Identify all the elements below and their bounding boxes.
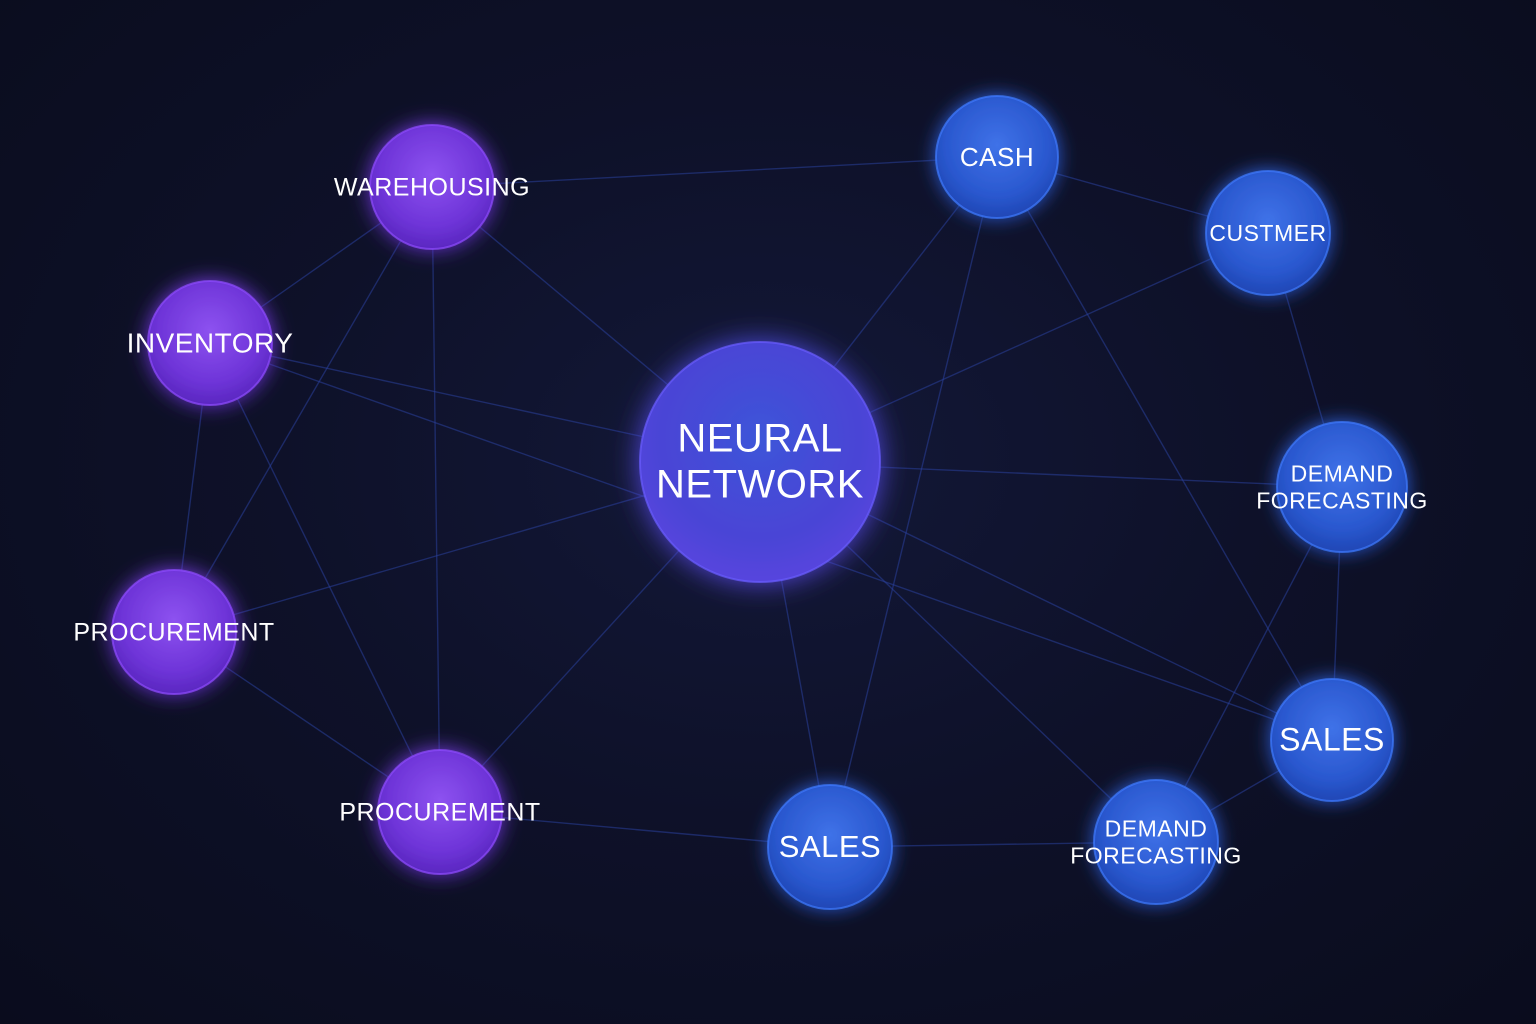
- node-label-demand2-line-0: DEMAND: [1105, 816, 1208, 842]
- node-circle-sales2: [767, 784, 893, 910]
- node-cash: CASH: [935, 95, 1059, 219]
- node-label-demand2-line-1: FORECASTING: [1070, 843, 1242, 869]
- edge-inventory-procurement2: [209, 342, 441, 813]
- node-label-sales1-line-0: SALES: [1279, 721, 1385, 757]
- node-label-inventory-line-0: INVENTORY: [127, 327, 294, 358]
- node-label-demand1-line-0: DEMAND: [1291, 461, 1394, 487]
- node-circle-center: [639, 341, 881, 583]
- node-label-procurement2-line-0: PROCUREMENT: [339, 799, 540, 827]
- node-circle-warehousing: [369, 124, 495, 250]
- edge-warehousing-cash: [431, 156, 998, 188]
- node-inventory: INVENTORY: [127, 280, 294, 406]
- node-sales1: SALES: [1270, 678, 1394, 802]
- edge-demand1-demand2: [1155, 486, 1343, 843]
- node-label-warehousing-line-0: WAREHOUSING: [334, 174, 530, 202]
- node-circle-procurement2: [377, 749, 503, 875]
- node-label-custmer-line-0: CUSTMER: [1209, 220, 1326, 246]
- node-label-cash-line-0: CASH: [960, 142, 1034, 172]
- node-circle-inventory: [147, 280, 273, 406]
- node-circle-procurement1: [111, 569, 237, 695]
- node-label-procurement1-line-0: PROCUREMENT: [73, 619, 274, 647]
- node-circle-cash: [935, 95, 1059, 219]
- node-procurement2: PROCUREMENT: [339, 749, 540, 875]
- node-label-sales2-line-0: SALES: [779, 829, 881, 864]
- node-circle-demand1: [1276, 421, 1408, 553]
- node-label-center-line-1: NETWORK: [656, 463, 864, 507]
- edge-cash-sales1: [996, 156, 1333, 741]
- node-custmer: CUSTMER: [1205, 170, 1331, 296]
- edge-cash-sales2: [829, 156, 998, 848]
- edge-warehousing-procurement2: [431, 186, 441, 813]
- edge-warehousing-procurement1: [173, 186, 433, 633]
- node-circle-demand2: [1093, 779, 1219, 905]
- edge-procurement2-sales2: [439, 811, 831, 848]
- node-circle-custmer: [1205, 170, 1331, 296]
- node-warehousing: WAREHOUSING: [334, 124, 530, 250]
- node-sales2: SALES: [767, 784, 893, 910]
- node-label-center-line-0: NEURAL: [677, 417, 842, 461]
- node-circle-sales1: [1270, 678, 1394, 802]
- node-procurement1: PROCUREMENT: [73, 569, 274, 695]
- node-label-demand1-line-1: FORECASTING: [1256, 488, 1428, 514]
